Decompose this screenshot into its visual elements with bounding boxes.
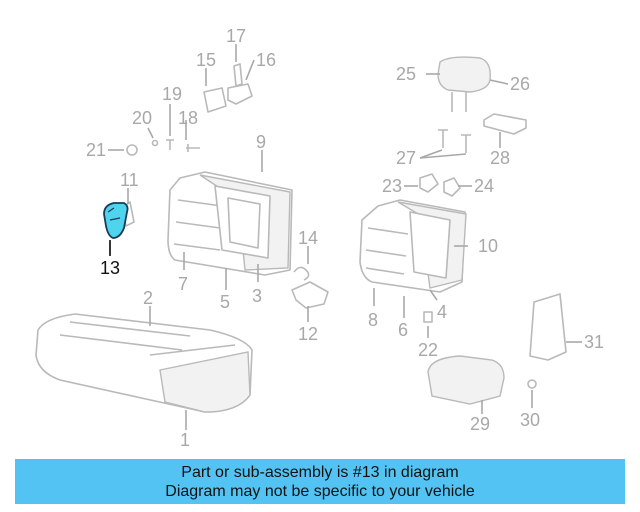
seat-cushion	[35, 313, 253, 413]
handle-12	[291, 281, 329, 309]
callout-17: 17	[226, 26, 246, 46]
callout-22: 22	[418, 340, 438, 360]
callout-24: 24	[474, 176, 494, 196]
clip-24	[443, 177, 461, 197]
callout-12: 12	[298, 324, 318, 344]
left-seat-back	[167, 171, 293, 276]
callout-5: 5	[220, 292, 230, 312]
callout-26: 26	[510, 74, 530, 94]
callout-25: 25	[396, 64, 416, 84]
banner-line-1: Part or sub-assembly is #13 in diagram	[181, 463, 459, 481]
callout-6: 6	[398, 320, 408, 340]
callout-4: 4	[437, 302, 447, 322]
bolt-19	[166, 139, 174, 150]
callout-30: 30	[520, 410, 540, 430]
headrest-guides-27	[438, 129, 471, 153]
clip-20	[151, 139, 159, 147]
callout-14: 14	[298, 228, 318, 248]
knob-17	[233, 63, 243, 87]
callout-3: 3	[252, 286, 262, 306]
cover-16	[227, 83, 253, 105]
callout-13: 13	[100, 258, 120, 278]
panel-31	[529, 293, 567, 361]
callout-18: 18	[178, 108, 198, 128]
banner-line-2: Diagram may not be specific to your vehi…	[165, 482, 475, 500]
latch-15	[203, 87, 227, 113]
callout-23: 23	[382, 176, 402, 196]
armrest-29	[427, 355, 505, 405]
callout-21: 21	[86, 140, 106, 160]
clip-23	[419, 173, 439, 193]
clip-30	[527, 379, 537, 389]
callout-9: 9	[256, 132, 266, 152]
right-seat-back	[359, 199, 467, 293]
callout-27: 27	[396, 148, 416, 168]
callout-29: 29	[470, 414, 490, 434]
callout-10: 10	[478, 236, 498, 256]
callout-1: 1	[180, 430, 190, 450]
bracket-28	[483, 113, 527, 135]
callout-31: 31	[584, 332, 604, 352]
callout-7: 7	[178, 274, 188, 294]
bolt-18	[186, 144, 200, 152]
callout-20: 20	[132, 108, 152, 128]
spring-14	[293, 266, 310, 281]
callout-2: 2	[143, 288, 153, 308]
info-banner: Part or sub-assembly is #13 in diagram D…	[15, 459, 625, 504]
headrest	[437, 56, 491, 112]
fastener-22	[423, 311, 433, 323]
callout-16: 16	[256, 50, 276, 70]
callout-15: 15	[196, 50, 216, 70]
callout-28: 28	[490, 148, 510, 168]
callout-8: 8	[368, 310, 378, 330]
callout-19: 19	[162, 84, 182, 104]
nut-21	[126, 144, 138, 156]
leader-lines	[108, 44, 582, 430]
highlighted-part-13	[103, 202, 129, 239]
callout-11: 11	[120, 170, 139, 190]
